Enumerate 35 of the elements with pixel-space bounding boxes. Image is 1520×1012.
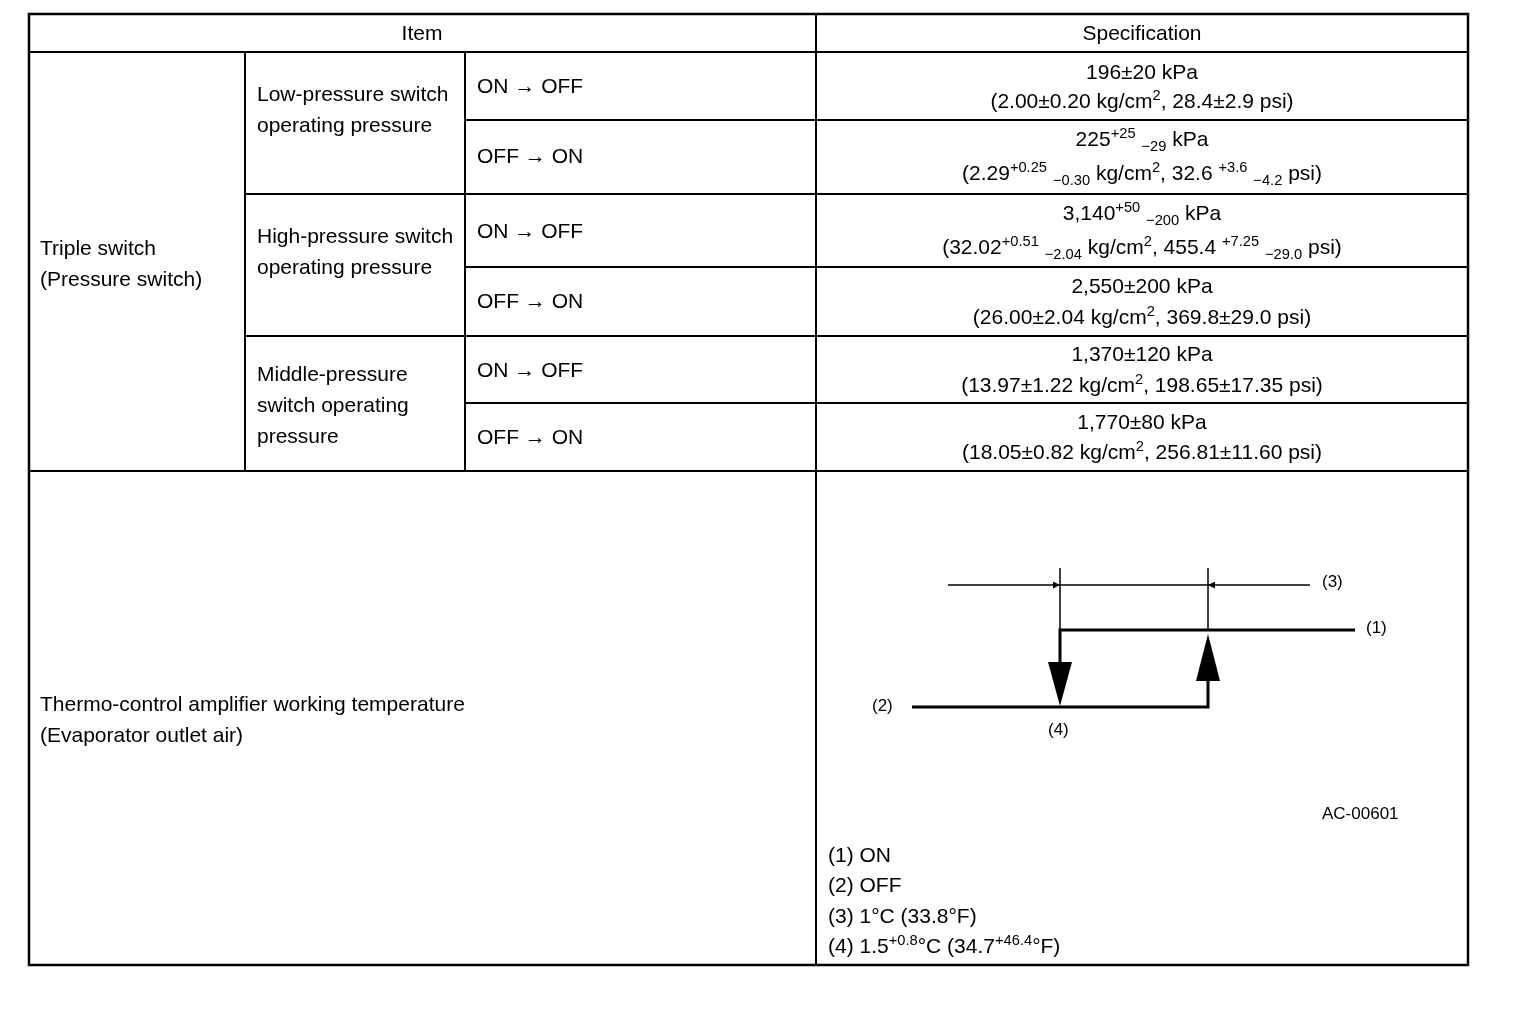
table-cell-text: Thermo-control amplifier working temperature bbox=[40, 692, 465, 716]
table-cell-text: (2.00±0.20 kg/cm$^{2}$, 28.4±2.9 psi) bbox=[990, 89, 1294, 113]
legend-text: (4) 1.5$^{+0.8}$°C (34.7$^{+46.4}$°F) bbox=[828, 934, 1061, 958]
table-cell-text: 3,140$^{+50}$ $_{−200}$ kPa bbox=[1062, 201, 1222, 225]
table-cell-text: ON → OFF bbox=[477, 219, 584, 243]
table-cell-text: 196±20 kPa bbox=[1086, 60, 1198, 84]
table-cell-text: (Evaporator outlet air) bbox=[40, 723, 244, 747]
table-cell-text: Low-pressure switch operating pressure bbox=[257, 80, 450, 138]
table-cell-text: (2.29$^{+0.25}$ $_{−0.30}$ kg/cm$^{2}$, 32.6 $^{+3.6}$ $_{−4.2}$ psi) bbox=[962, 161, 1322, 185]
column-header: Specification bbox=[1082, 21, 1202, 45]
legend-text: (2) OFF bbox=[828, 873, 902, 897]
table-cell-text: OFF → ON bbox=[477, 425, 584, 449]
legend-text: (3) 1°C (33.8°F) bbox=[828, 904, 977, 928]
table-cell-text: ON → OFF bbox=[477, 358, 584, 382]
callout-number: (4) bbox=[1048, 720, 1069, 740]
table-cell-text: (26.00±2.04 kg/cm$^{2}$, 369.8±29.0 psi) bbox=[972, 305, 1312, 329]
table-cell-text: (18.05±0.82 kg/cm$^{2}$, 256.81±11.60 psi) bbox=[961, 440, 1323, 464]
table-cell-text: High-pressure switch operating pressure bbox=[257, 222, 455, 280]
callout-number: (1) bbox=[1366, 618, 1387, 638]
table-cell-text: 1,370±120 kPa bbox=[1071, 342, 1213, 366]
table-cell-text: 1,770±80 kPa bbox=[1077, 410, 1207, 434]
callout-number: (3) bbox=[1322, 572, 1343, 592]
table-cell-text: OFF → ON bbox=[477, 289, 584, 313]
callout-number: (2) bbox=[872, 696, 893, 716]
table-cell-text: Middle-pressure switch operating pressure bbox=[257, 360, 410, 449]
table-cell-text: (32.02$^{+0.51}$ $_{−2.04}$ kg/cm$^{2}$, 455.4 $^{+7.25}$ $_{−29.0}$ psi) bbox=[942, 235, 1342, 259]
table-cell-text: Triple switch (Pressure switch) bbox=[40, 234, 204, 292]
table-cell-text: OFF → ON bbox=[477, 144, 584, 168]
table-cell-text: ON → OFF bbox=[477, 74, 584, 98]
table-cell-text: (13.97±1.22 kg/cm$^{2}$, 198.65±17.35 psi) bbox=[961, 373, 1323, 397]
figure-code: AC-00601 bbox=[1322, 804, 1399, 824]
column-header: Item bbox=[401, 21, 443, 45]
table-cell-text: 2,550±200 kPa bbox=[1071, 274, 1213, 298]
table-cell-text: 225$^{+25}$ $_{−29}$ kPa bbox=[1075, 127, 1209, 151]
legend-text: (1) ON bbox=[828, 843, 891, 867]
